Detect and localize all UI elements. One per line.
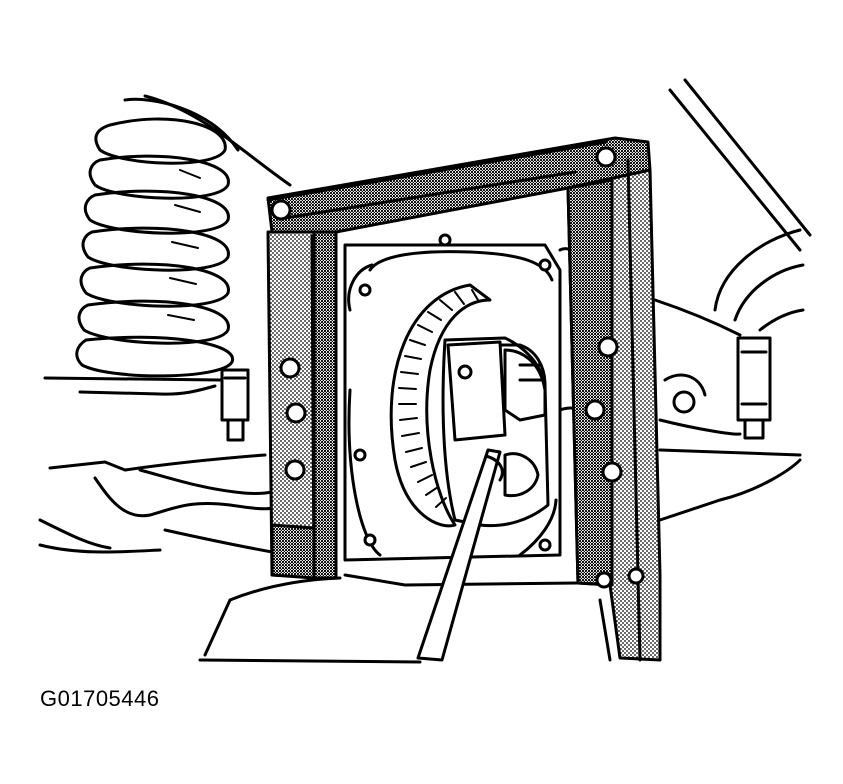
pry-bar bbox=[416, 448, 504, 662]
figure-id-label: G01705446 bbox=[40, 686, 160, 711]
spreader-tool-frame bbox=[266, 136, 662, 662]
lower-structure bbox=[228, 573, 612, 662]
differential-assembly bbox=[343, 233, 583, 562]
coil-spring bbox=[75, 94, 292, 378]
right-axle-housing bbox=[558, 78, 812, 522]
left-axle-housing bbox=[38, 368, 422, 664]
